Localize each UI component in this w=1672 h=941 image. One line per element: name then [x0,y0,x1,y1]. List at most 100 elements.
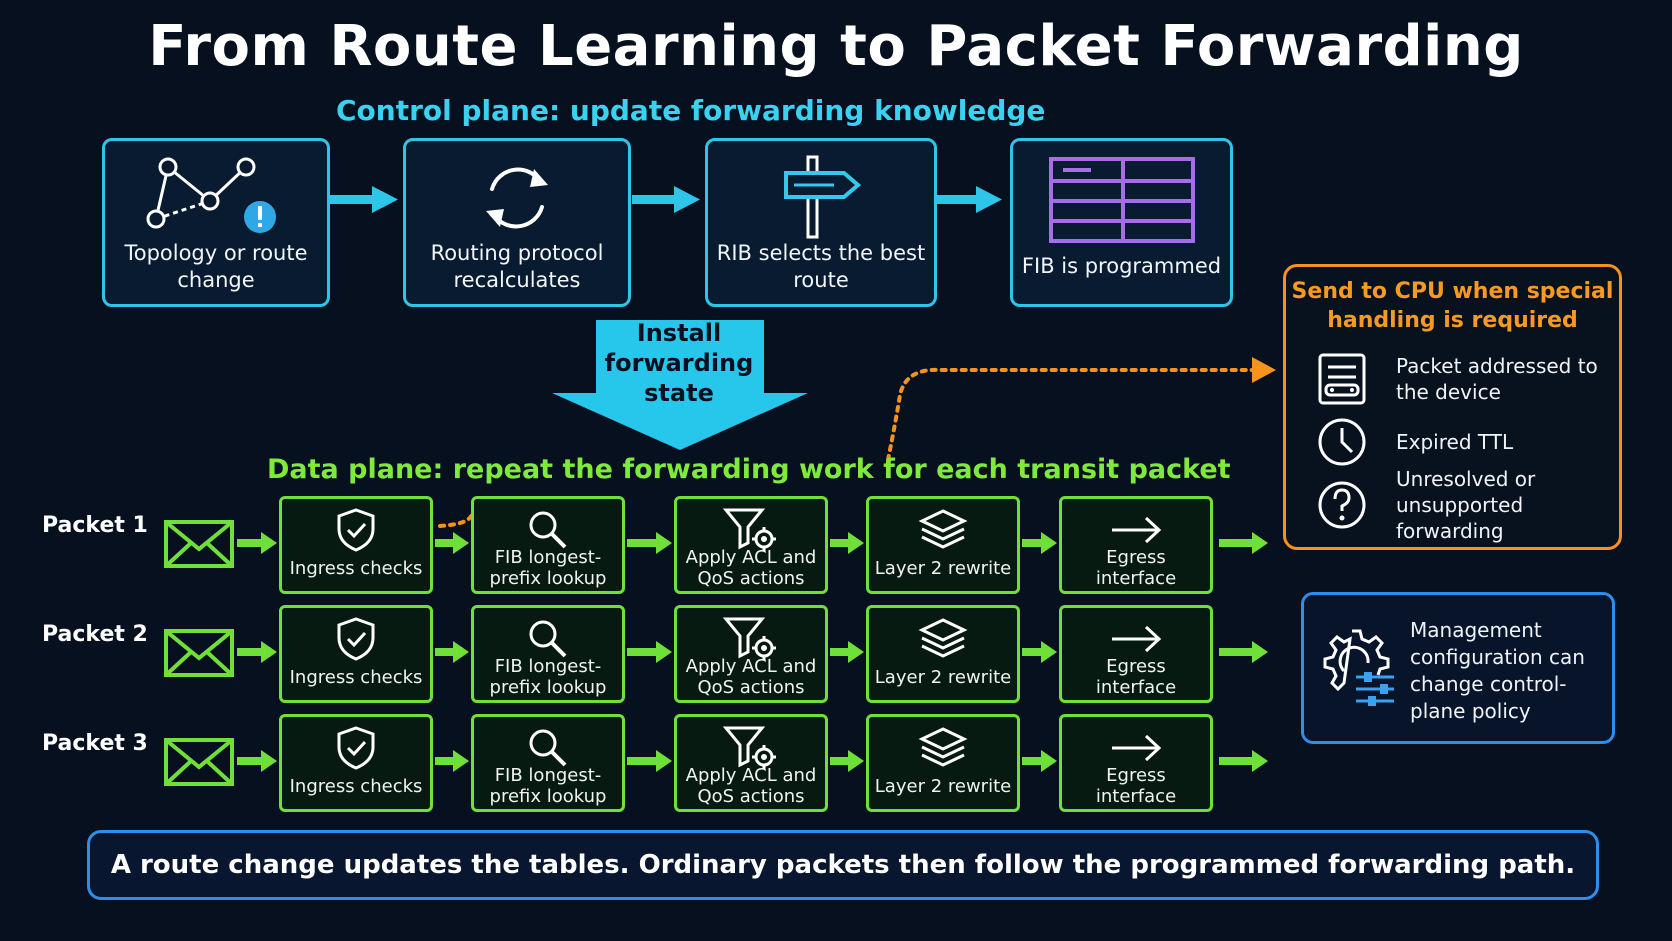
cpu-reason-item: Expired TTL [1316,414,1611,470]
cpu-reason-item: Packet addressed to the device [1316,351,1611,407]
data-stage-box: Apply ACL and QoS actions [674,496,828,594]
flow-arrow [830,750,864,772]
data-stage-label: Apply ACL and QoS actions [685,547,817,589]
layers-icon [869,616,1017,662]
flow-arrow [830,532,864,554]
control-step-label: FIB is programmed [1021,254,1222,278]
cpu-punt-panel: Send to CPU when special handling is req… [1283,264,1622,550]
data-stage-label: Ingress checks [289,557,423,579]
flow-arrow [435,750,469,772]
device-card-icon [1316,351,1368,407]
flow-arrow [1219,750,1268,772]
filter-gear-icon [677,616,825,662]
gear-sliders-icon [1322,625,1396,709]
data-stage-box: FIB longest-prefix lookup [471,496,625,594]
control-step-rib: RIB selects the best route [705,138,937,307]
magnifier-icon [474,725,622,771]
control-step-topology: Topology or route change [102,138,330,307]
page-title: From Route Learning to Packet Forwarding [148,14,1524,79]
data-stage-label: Ingress checks [289,775,423,797]
right-arrow-icon [1062,725,1210,771]
envelope-icon [163,519,235,569]
magnifier-icon [474,616,622,662]
install-arrow [552,320,808,450]
data-stage-box: Egress interface [1059,496,1213,594]
control-step-label: Topology or route change [124,241,308,292]
packet-label: Packet 3 [42,731,148,756]
data-stage-label: Layer 2 rewrite [874,775,1012,797]
control-arrows [330,186,1002,213]
flow-arrow [1219,641,1268,663]
shield-check-icon [282,616,430,662]
data-stage-label: Ingress checks [289,666,423,688]
data-stage-label: Apply ACL and QoS actions [685,765,817,807]
question-circle-icon [1316,477,1368,533]
data-plane-heading: Data plane: repeat the forwarding work f… [267,454,1231,485]
data-stage-label: FIB longest-prefix lookup [489,656,607,698]
data-stage-box: Egress interface [1059,605,1213,703]
data-stage-box: Egress interface [1059,714,1213,812]
network-topology-alert-icon [105,155,327,241]
data-stage-box: Layer 2 rewrite [866,496,1020,594]
data-stage-box: FIB longest-prefix lookup [471,714,625,812]
envelope-icon [163,628,235,678]
data-stage-box: Layer 2 rewrite [866,605,1020,703]
control-step-routing-protocol: Routing protocol recalculates [403,138,631,307]
flow-arrow [830,641,864,663]
management-panel-label: Management configuration can change cont… [1410,618,1585,723]
install-arrow-label: Install forwarding state [604,319,754,407]
clock-icon [1316,414,1368,470]
control-step-fib: FIB is programmed [1010,138,1233,307]
data-stage-label: Egress interface [1095,547,1177,589]
signpost-icon [708,155,934,241]
filter-gear-icon [677,507,825,553]
data-stage-box: Ingress checks [279,605,433,703]
data-stage-box: Layer 2 rewrite [866,714,1020,812]
data-stage-box: Apply ACL and QoS actions [674,714,828,812]
flow-arrow [435,641,469,663]
flow-arrow [1022,750,1057,772]
data-stage-label: Apply ACL and QoS actions [685,656,817,698]
filter-gear-icon [677,725,825,771]
shield-check-icon [282,507,430,553]
packet-label: Packet 2 [42,622,148,647]
flow-arrow [237,532,277,554]
data-arrows [237,532,1268,772]
data-stage-box: Ingress checks [279,714,433,812]
magnifier-icon [474,507,622,553]
data-stage-label: FIB longest-prefix lookup [489,547,607,589]
cpu-reason-item: Unresolved or unsupported forwarding [1316,467,1611,543]
layers-icon [869,507,1017,553]
shield-check-icon [282,725,430,771]
refresh-cycle-icon [406,155,628,241]
data-stage-box: Apply ACL and QoS actions [674,605,828,703]
envelope-icon [163,737,235,787]
right-arrow-icon [1062,507,1210,553]
control-step-label: RIB selects the best route [716,241,926,292]
layers-icon [869,725,1017,771]
flow-arrow [237,750,277,772]
flow-arrow [1022,532,1057,554]
data-stage-box: FIB longest-prefix lookup [471,605,625,703]
flow-arrow [1022,641,1057,663]
data-stage-label: Egress interface [1095,656,1177,698]
flow-arrow [627,641,672,663]
cpu-panel-title: Send to CPU when special handling is req… [1291,279,1614,333]
flow-arrow [627,750,672,772]
data-stage-label: Layer 2 rewrite [874,557,1012,579]
cpu-reason-label: Unresolved or unsupported forwarding [1396,467,1536,543]
management-panel: Management configuration can change cont… [1301,592,1615,744]
flow-arrow [627,532,672,554]
data-stage-label: FIB longest-prefix lookup [489,765,607,807]
cpu-reason-label: Packet addressed to the device [1396,354,1598,404]
flow-arrow [237,641,277,663]
flow-arrow [1219,532,1268,554]
cpu-redirect-arrowhead [1252,357,1276,383]
flow-arrow [435,532,469,554]
packet-label: Packet 1 [42,513,148,538]
cpu-reason-label: Expired TTL [1396,430,1514,454]
control-step-label: Routing protocol recalculates [430,241,604,292]
data-stage-label: Egress interface [1095,765,1177,807]
